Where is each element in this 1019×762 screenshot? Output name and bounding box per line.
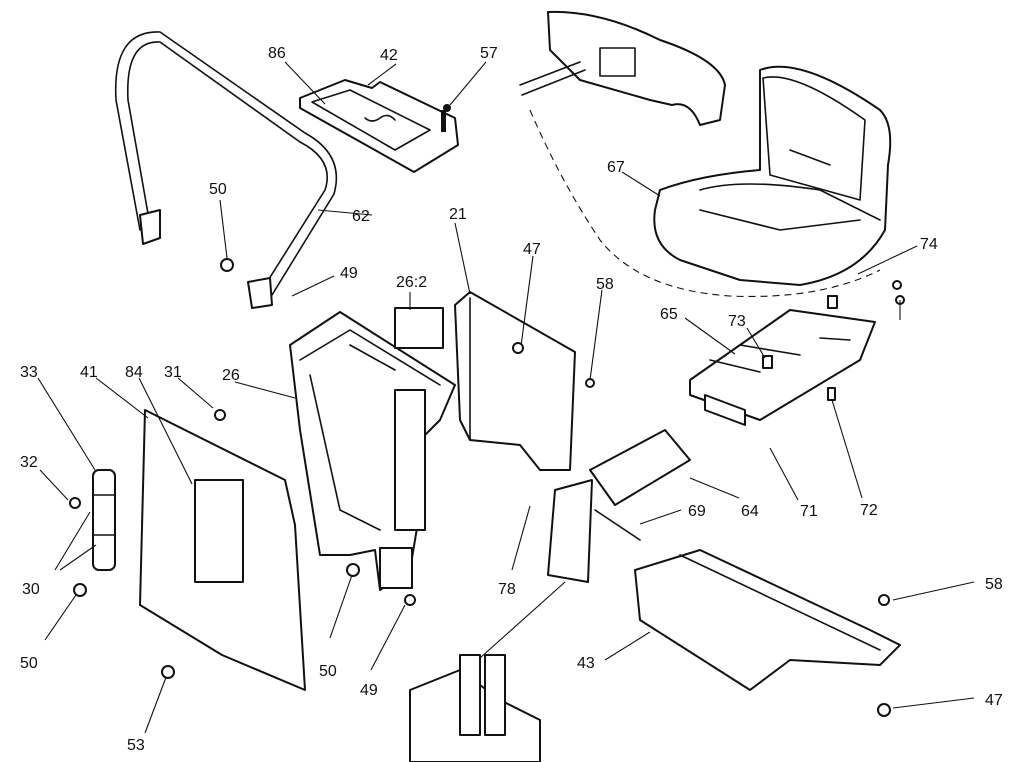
callout-78: 78	[498, 581, 516, 598]
callout-86: 86	[268, 45, 286, 62]
callout-84: 84	[125, 364, 143, 381]
callout-71: 71	[800, 503, 818, 520]
callout-50-b: 50	[20, 655, 38, 672]
callout-47-b: 47	[985, 692, 1003, 709]
front-panel	[139, 409, 306, 691]
top-bracket-plate	[299, 79, 459, 173]
tray-43	[634, 549, 901, 691]
callout-65: 65	[660, 306, 678, 323]
callout-47: 47	[523, 241, 541, 258]
callout-58-b: 58	[985, 576, 1003, 593]
callout-74: 74	[920, 236, 938, 253]
callout-57: 57	[480, 45, 498, 62]
callout-43: 43	[577, 655, 595, 672]
cable-dashed	[529, 109, 881, 297]
callout-50: 50	[209, 181, 227, 198]
leader-lines	[37, 61, 975, 734]
callout-58: 58	[596, 276, 614, 293]
roll-bar-icon	[114, 31, 338, 309]
callout-31: 31	[164, 364, 182, 381]
callout-32: 32	[20, 454, 38, 471]
callout-69: 69	[688, 503, 706, 520]
callout-50-c: 50	[319, 663, 337, 680]
bottom-frame	[409, 654, 541, 762]
callout-21: 21	[449, 206, 467, 223]
callout-41: 41	[80, 364, 98, 381]
callout-72: 72	[860, 502, 878, 519]
callout-30: 30	[22, 581, 40, 598]
callout-26: 26	[222, 367, 240, 384]
callout-26-2: 26:2	[396, 274, 427, 291]
callout-67: 67	[607, 159, 625, 176]
callout-labels: 86 42 57 50 62 49 21 47 58 26:2 67 74 65…	[20, 45, 1003, 754]
mounting-plate-icon	[689, 295, 876, 426]
hardware-markers	[69, 258, 891, 717]
cylinder-33	[92, 469, 116, 571]
fastener-74	[892, 280, 905, 320]
callout-49: 49	[340, 265, 358, 282]
tube-64	[547, 429, 691, 583]
callout-62: 62	[352, 208, 370, 225]
callout-42: 42	[380, 47, 398, 64]
side-panel-21	[454, 291, 576, 471]
center-housing	[289, 311, 456, 591]
decal-26-2	[394, 307, 444, 349]
callout-73: 73	[728, 313, 746, 330]
callout-49-b: 49	[360, 682, 378, 699]
callout-33: 33	[20, 364, 38, 381]
bolt-69	[594, 509, 641, 541]
callout-64: 64	[741, 503, 759, 520]
callout-53: 53	[127, 737, 145, 754]
hood-icon	[519, 10, 726, 126]
seat-icon	[653, 65, 892, 286]
